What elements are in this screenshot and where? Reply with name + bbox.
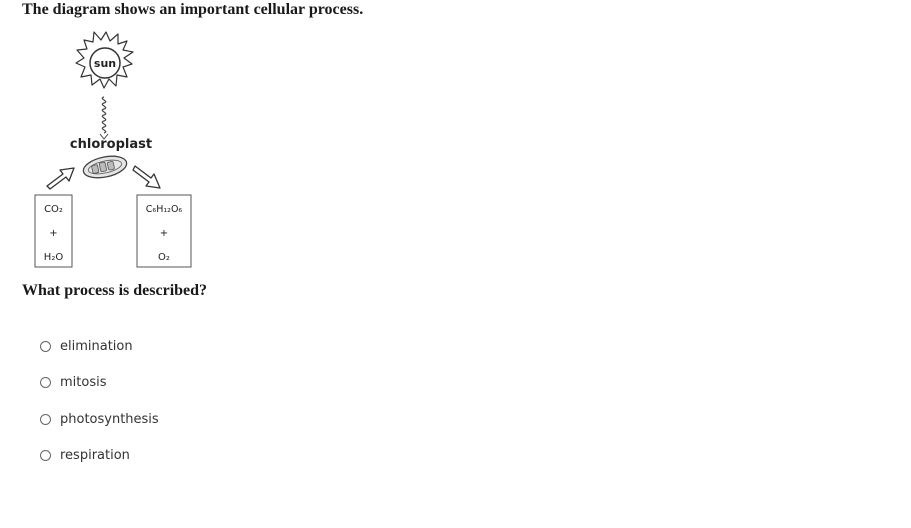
radio-button[interactable] <box>40 413 51 425</box>
radio-button[interactable] <box>40 340 51 352</box>
option-respiration[interactable]: respiration <box>40 446 159 466</box>
option-label: photosynthesis <box>60 411 159 427</box>
input-arrow-icon <box>46 167 75 190</box>
chloroplast-icon <box>82 155 128 179</box>
option-elimination[interactable]: elimination <box>40 336 159 356</box>
reactant-co2: CO₂ <box>44 204 63 215</box>
option-label: elimination <box>60 338 133 354</box>
radio-button[interactable] <box>40 377 51 388</box>
product-plus: + <box>160 228 168 239</box>
product-glucose: C₆H₁₂O₆ <box>146 204 183 215</box>
radio-button[interactable] <box>40 450 51 461</box>
question-prompt: What process is described? <box>22 282 208 299</box>
question-title: The diagram shows an important cellular … <box>22 1 364 18</box>
option-photosynthesis[interactable]: photosynthesis <box>40 409 159 429</box>
light-wave-icon <box>101 96 107 134</box>
option-mitosis[interactable]: mitosis <box>40 373 159 393</box>
products-box <box>136 194 192 268</box>
light-arrowhead-icon <box>99 133 109 140</box>
reactants-box <box>34 194 73 268</box>
product-o2: O₂ <box>158 252 170 263</box>
answer-options: elimination mitosis photosynthesis respi… <box>40 336 159 482</box>
option-label: mitosis <box>60 375 107 390</box>
option-label: respiration <box>60 448 130 463</box>
reactant-h2o: H₂O <box>44 252 64 263</box>
reactant-plus: + <box>49 228 57 239</box>
output-arrow-icon <box>132 165 161 189</box>
photosynthesis-diagram: sun chloroplast CO₂ + H₂O C₆H₁₂O₆ + O₂ <box>34 31 192 268</box>
chloroplast-label: chloroplast <box>70 137 152 152</box>
sun-label: sun <box>94 57 116 70</box>
sun-icon <box>75 31 134 89</box>
